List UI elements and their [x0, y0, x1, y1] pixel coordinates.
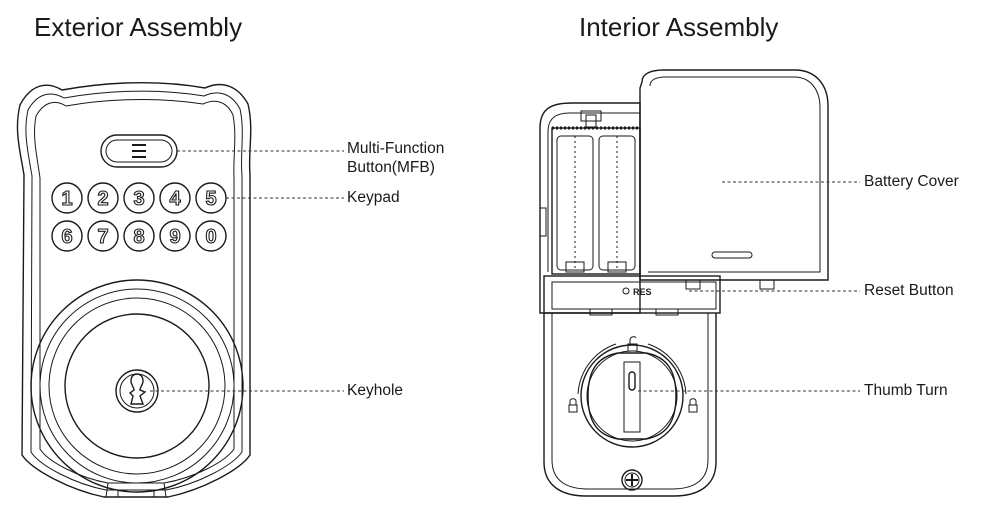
exterior-assembly: 1 2 3 4 5 6 7 8 9 0 [16, 81, 344, 498]
thumb-turn[interactable] [580, 344, 684, 448]
reset-button[interactable] [622, 287, 630, 295]
cylinder-rings [30, 279, 244, 493]
thumb-turn-label: Thumb Turn [864, 382, 948, 399]
padlock-closed-icon [568, 398, 578, 413]
key-8[interactable]: 8 [123, 220, 155, 252]
key-8-label: 8 [133, 226, 144, 248]
menu-icon [132, 144, 146, 158]
key-5[interactable]: 5 [195, 182, 227, 214]
exterior-assembly-heading: Exterior Assembly [34, 12, 243, 42]
interior-upper-housing [539, 102, 641, 314]
interior-assembly-heading: Interior Assembly [579, 12, 779, 42]
key-6[interactable]: 6 [51, 220, 83, 252]
padlock-closed-icon-right [688, 398, 698, 413]
keypad: 1 2 3 4 5 6 7 8 9 0 [51, 182, 227, 252]
key-0-label: 0 [205, 226, 216, 248]
keyhole-label: Keyhole [347, 382, 404, 399]
interior-lower-body [543, 313, 717, 497]
key-9[interactable]: 9 [159, 220, 191, 252]
reset-button-label: Reset Button [864, 282, 954, 299]
key-2-label: 2 [97, 188, 108, 210]
key-4-label: 4 [169, 188, 181, 210]
exterior-escutcheon-outer [16, 81, 252, 498]
key-2[interactable]: 2 [87, 182, 119, 214]
exterior-escutcheon-inner-1 [25, 90, 243, 491]
keypad-label: Keypad [347, 189, 400, 206]
key-0[interactable]: 0 [195, 220, 227, 252]
exterior-bottom-clip [105, 482, 167, 498]
key-3[interactable]: 3 [123, 182, 155, 214]
reset-strip: RES [543, 275, 721, 316]
key-3-label: 3 [133, 188, 144, 210]
key-5-label: 5 [205, 188, 216, 210]
key-7-label: 7 [97, 226, 108, 248]
reset-marking: RES [633, 287, 652, 297]
battery-cover-label: Battery Cover [864, 173, 959, 190]
screw-icon [621, 469, 643, 491]
key-4[interactable]: 4 [159, 182, 191, 214]
battery-cover[interactable] [639, 69, 829, 290]
battery-compartment [551, 126, 641, 275]
padlock-open-icon [627, 336, 638, 352]
interior-assembly: RES [539, 69, 860, 497]
key-9-label: 9 [169, 226, 180, 248]
mfb-label-line2: Button(MFB) [347, 159, 435, 176]
key-1-label: 1 [61, 188, 72, 210]
key-1[interactable]: 1 [51, 182, 83, 214]
mfb-callout: Multi-Function Button(MFB) [347, 139, 444, 177]
key-6-label: 6 [61, 226, 72, 248]
exterior-escutcheon-inner-2 [34, 99, 236, 484]
key-7[interactable]: 7 [87, 220, 119, 252]
mfb-label-line1: Multi-Function [347, 140, 445, 157]
